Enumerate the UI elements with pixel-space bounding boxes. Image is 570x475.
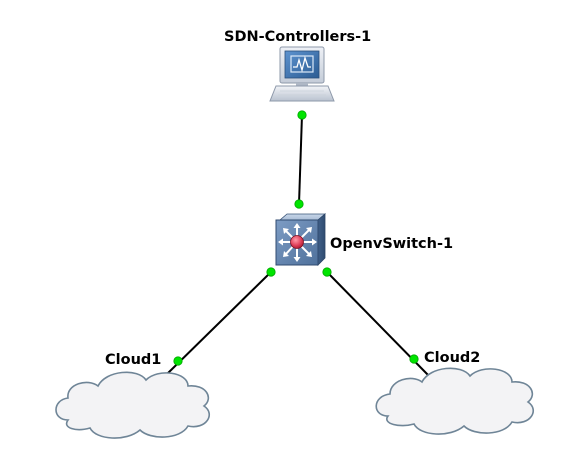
cloud2-node[interactable]: Cloud2 — [375, 350, 534, 435]
port-indicators — [173, 110, 419, 366]
port-up-indicator — [294, 199, 304, 209]
openvswitch-label: OpenvSwitch-1 — [330, 236, 453, 252]
port-up-indicator — [297, 110, 307, 120]
multilayer-switch-icon — [275, 213, 327, 266]
port-up-indicator — [173, 356, 183, 366]
port-up-indicator — [266, 267, 276, 277]
cloud-icon — [55, 371, 210, 439]
link-controller-switch[interactable] — [298, 114, 303, 205]
openvswitch-node[interactable]: OpenvSwitch-1 — [275, 213, 453, 266]
computer-monitor-icon — [269, 46, 335, 102]
cloud-icon — [375, 367, 534, 435]
sdn-controller-label: SDN-Controllers-1 — [224, 29, 371, 45]
cloud1-label: Cloud1 — [105, 352, 161, 368]
sdn-controller-node[interactable]: SDN-Controllers-1 — [224, 29, 371, 102]
port-up-indicator — [322, 267, 332, 277]
link-switch-cloud1[interactable] — [165, 271, 272, 376]
port-up-indicator — [409, 354, 419, 364]
cloud2-label: Cloud2 — [424, 350, 480, 366]
cloud1-node[interactable]: Cloud1 — [55, 352, 210, 439]
